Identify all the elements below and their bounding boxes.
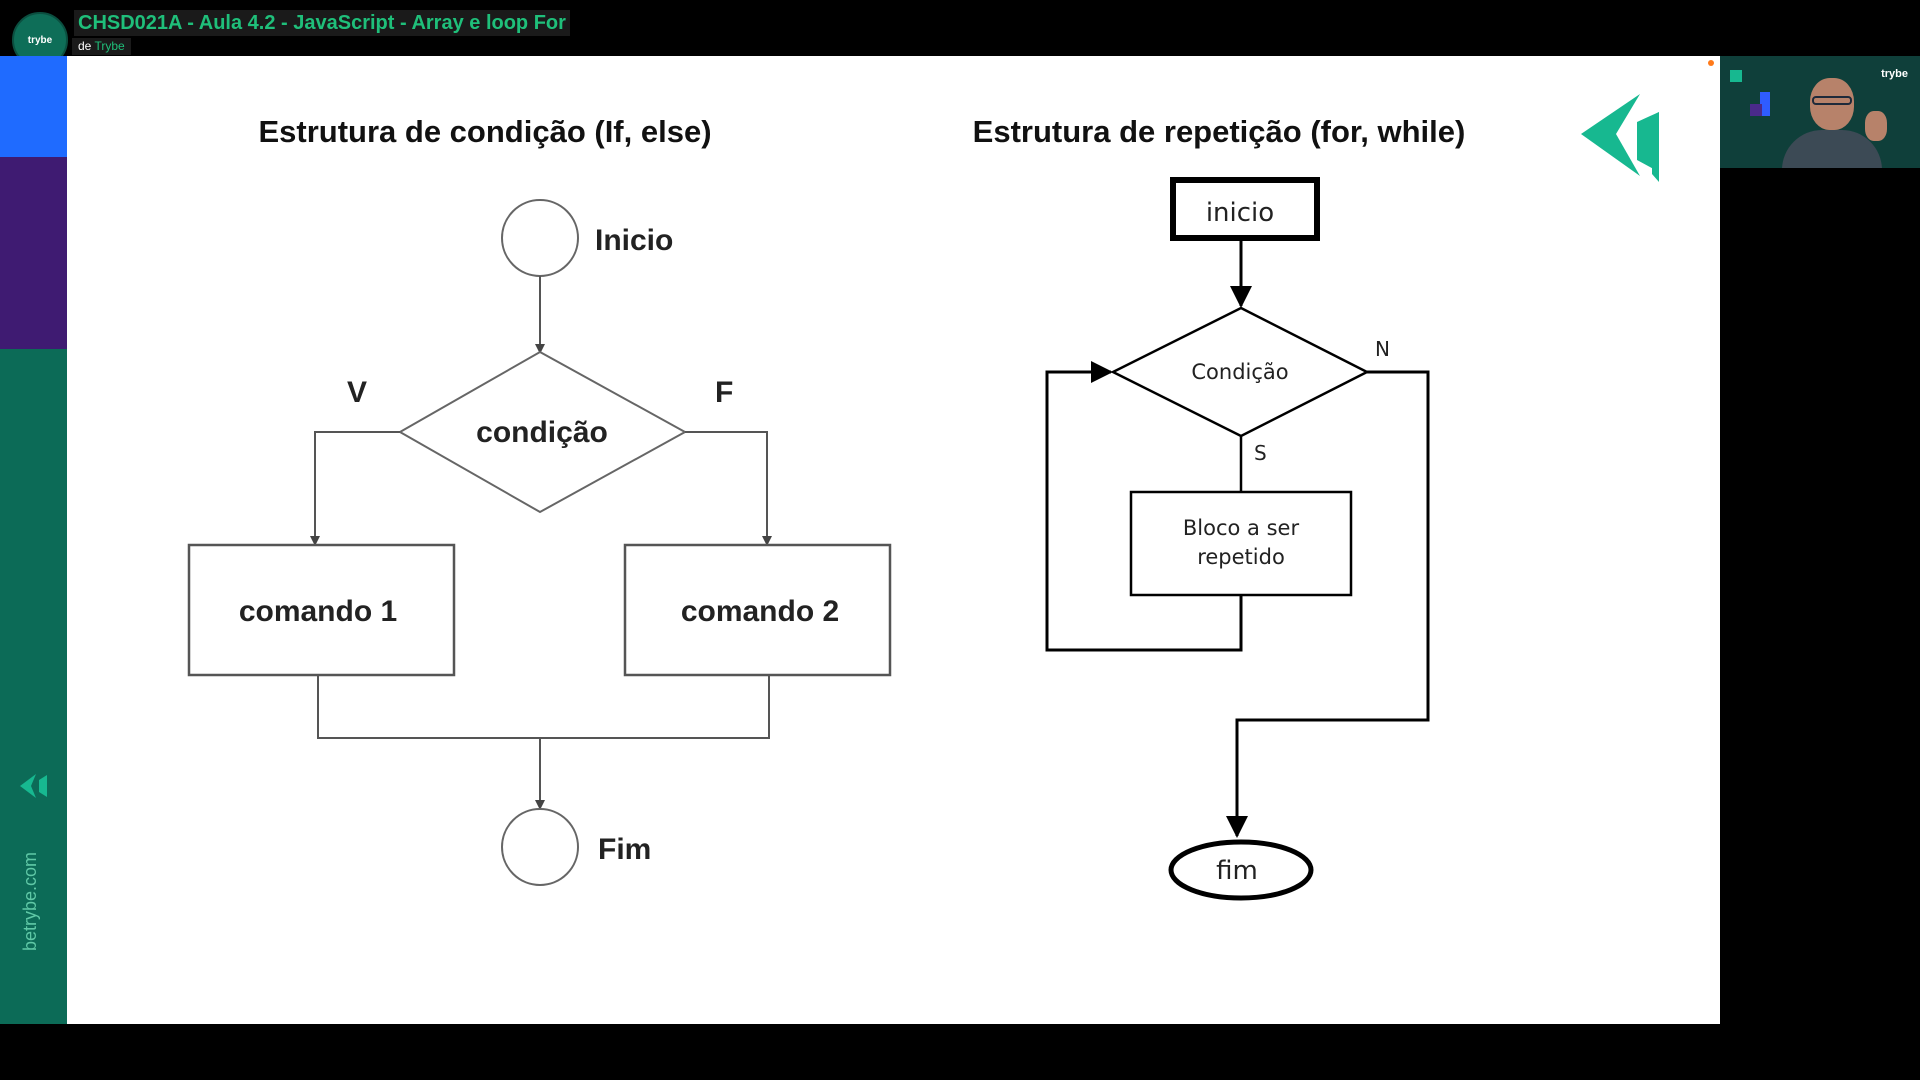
loop-block-label-line1: Bloco a ser bbox=[1183, 516, 1300, 540]
if-end-node bbox=[501, 808, 579, 886]
trybe-logo-icon bbox=[1581, 94, 1659, 182]
loop-block-box bbox=[1129, 490, 1353, 597]
loop-decision-label: Condição bbox=[1191, 360, 1288, 384]
loop-block-label-line2: repetido bbox=[1197, 545, 1285, 569]
loop-flowchart: inicio Condição N S Bloco a ser repetido… bbox=[1045, 177, 1430, 901]
presenter-glasses bbox=[1812, 96, 1852, 105]
left-diagram-title: Estrutura de condição (If, else) bbox=[258, 114, 711, 149]
webcam-decoration bbox=[1750, 104, 1762, 116]
if-true-label: V bbox=[347, 376, 367, 409]
right-diagram-title: Estrutura de repetição (for, while) bbox=[973, 114, 1466, 149]
webcam-decoration bbox=[1760, 92, 1770, 116]
if-decision-label: condição bbox=[476, 416, 608, 449]
slide: Estrutura de condição (If, else) Estrutu… bbox=[67, 56, 1720, 1024]
channel-prefix: de bbox=[78, 39, 92, 53]
loop-yes-label: S bbox=[1254, 441, 1267, 465]
avatar-text: trybe bbox=[27, 34, 53, 46]
if-decision-node bbox=[397, 350, 688, 514]
channel-name-link[interactable]: Trybe bbox=[94, 39, 125, 53]
if-false-label: F bbox=[715, 376, 733, 409]
stripe-purple-block bbox=[0, 157, 67, 349]
if-command2-box bbox=[623, 543, 892, 677]
flowcharts: Estrutura de condição (If, else) Estrutu… bbox=[187, 94, 1659, 901]
presenter-webcam: trybe bbox=[1720, 56, 1920, 168]
loop-no-label: N bbox=[1375, 337, 1390, 361]
if-command1-label: comando 1 bbox=[239, 595, 397, 628]
if-start-label: Inicio bbox=[595, 224, 673, 257]
loop-end-node bbox=[1168, 839, 1314, 901]
trybe-logo-small-icon bbox=[20, 774, 47, 798]
channel-byline: de Trybe bbox=[72, 38, 131, 55]
webcam-brand: trybe bbox=[1881, 68, 1908, 80]
loop-start-label: inicio bbox=[1206, 198, 1274, 228]
recording-dot-icon bbox=[1708, 60, 1714, 66]
webcam-decoration bbox=[1730, 70, 1742, 82]
brand-stripe: betrybe.com bbox=[0, 56, 67, 1024]
if-command2-label: comando 2 bbox=[681, 595, 839, 628]
video-title[interactable]: CHSD021A - Aula 4.2 - JavaScript - Array… bbox=[74, 10, 570, 36]
if-start-node bbox=[501, 199, 579, 277]
presenter-hand bbox=[1865, 111, 1887, 141]
stripe-blue-block bbox=[0, 56, 67, 157]
if-else-flowchart: Inicio condição V F comando 1 comando 2 … bbox=[187, 199, 892, 886]
loop-start-node bbox=[1170, 177, 1320, 241]
video-header: trybe CHSD021A - Aula 4.2 - JavaScript -… bbox=[0, 0, 1920, 68]
site-url: betrybe.com bbox=[20, 851, 40, 951]
if-command1-box bbox=[187, 543, 456, 677]
if-end-label: Fim bbox=[598, 833, 651, 866]
loop-end-label: fim bbox=[1216, 856, 1258, 886]
